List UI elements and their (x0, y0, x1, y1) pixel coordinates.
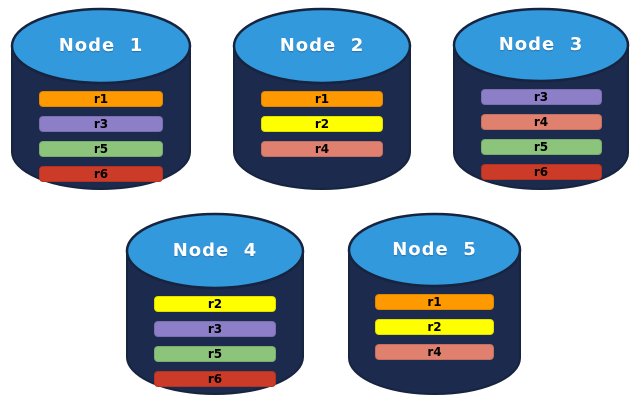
replica-stack: r1 r3 r5 r6 (10, 91, 192, 182)
cylinder-top-disc (347, 212, 522, 288)
replica-bar-r5[interactable]: r5 (39, 141, 163, 157)
replica-bar-r1[interactable]: r1 (261, 91, 383, 107)
replica-bar-r1[interactable]: r1 (39, 91, 163, 107)
replica-stack: r2 r3 r5 r6 (125, 296, 305, 387)
replica-bar-r6[interactable]: r6 (154, 371, 276, 387)
node-cylinder-2[interactable]: Node 2 r1 r2 r4 (232, 6, 412, 192)
replica-stack: r1 r2 r4 (232, 91, 412, 157)
node-cylinder-5[interactable]: Node 5 r1 r2 r4 (347, 211, 522, 397)
replica-bar-r2[interactable]: r2 (375, 319, 494, 335)
cylinder-top-disc (10, 7, 192, 85)
replica-bar-r3[interactable]: r3 (154, 321, 276, 337)
node-cylinder-4[interactable]: Node 4 r2 r3 r5 r6 (125, 211, 305, 397)
node-label: Node 3 (498, 34, 584, 55)
replica-bar-r6[interactable]: r6 (480, 164, 602, 180)
cylinder-top-disc (232, 7, 412, 85)
cylinder-top-disc (125, 212, 305, 290)
replica-stack: r3 r4 r5 r6 (452, 89, 630, 180)
replica-bar-r2[interactable]: r2 (261, 116, 383, 132)
replica-bar-r1[interactable]: r1 (375, 294, 494, 310)
cylinder-top-disc (452, 7, 630, 83)
replica-bar-r2[interactable]: r2 (154, 296, 276, 312)
node-cylinder-1[interactable]: Node 1 r1 r3 r5 r6 (10, 6, 192, 192)
replica-bar-r4[interactable]: r4 (480, 114, 602, 130)
node-cylinder-3[interactable]: Node 3 r3 r4 r5 r6 (452, 6, 630, 192)
replica-bar-r5[interactable]: r5 (154, 346, 276, 362)
node-label: Node 2 (279, 35, 365, 56)
replica-stack: r1 r2 r4 (347, 294, 522, 360)
replica-bar-r5[interactable]: r5 (480, 139, 602, 155)
node-label: Node 5 (392, 239, 477, 260)
replica-bar-r3[interactable]: r3 (480, 89, 602, 105)
node-label: Node 4 (172, 240, 258, 261)
replica-bar-r3[interactable]: r3 (39, 116, 163, 132)
node-label: Node 1 (58, 35, 144, 56)
replica-bar-r6[interactable]: r6 (39, 166, 163, 182)
replica-bar-r4[interactable]: r4 (375, 344, 494, 360)
replica-bar-r4[interactable]: r4 (261, 141, 383, 157)
